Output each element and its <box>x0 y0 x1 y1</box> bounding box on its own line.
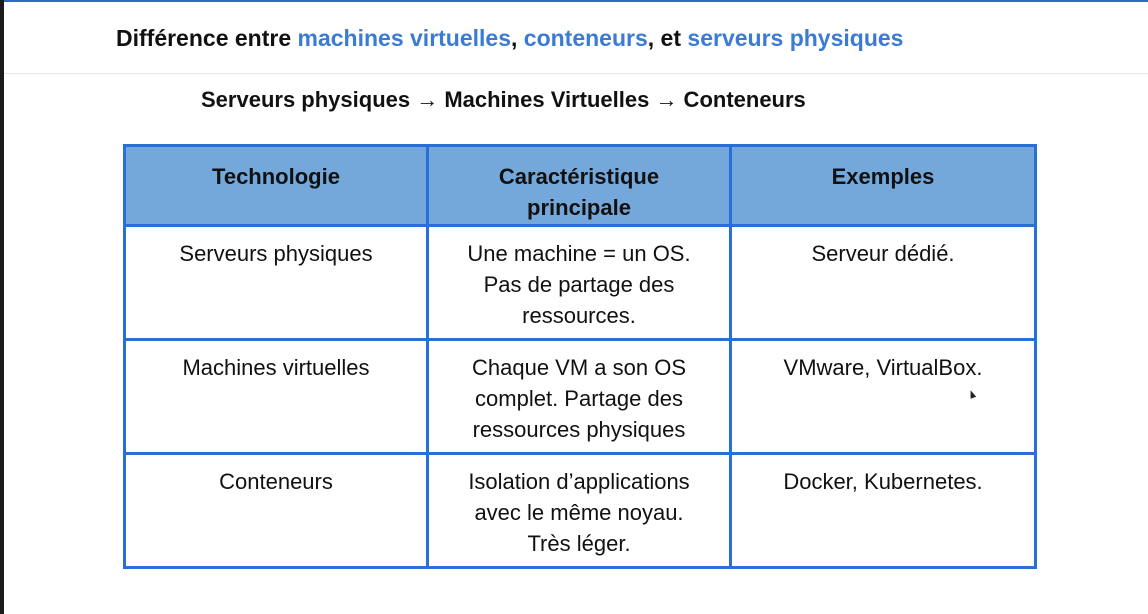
table-row: Conteneurs Isolation d’applications avec… <box>123 452 1037 569</box>
table-cell: Une machine = un OS. Pas de partage des … <box>426 224 732 341</box>
cell-text: Une machine = un OS. Pas de partage des … <box>467 241 691 328</box>
title-separator-2: , et <box>647 25 688 51</box>
title-term-containers: conteneurs <box>523 25 648 51</box>
table-row: Serveurs physiques Une machine = un OS. … <box>123 224 1037 341</box>
table-cell: Serveur dédié. <box>729 224 1037 341</box>
header-technology-label: Technologie <box>212 164 340 189</box>
title-term-physical-servers: serveurs physiques <box>687 25 904 51</box>
cell-text: VMware, VirtualBox. <box>783 355 983 380</box>
table-row: Machines virtuelles Chaque VM a son OS c… <box>123 338 1037 455</box>
cell-text: Chaque VM a son OS complet. Partage des … <box>471 355 686 442</box>
cell-text: Serveurs physiques <box>179 241 373 266</box>
header-main-characteristic-label: Caractéristique principale <box>498 164 660 220</box>
title-prefix: Différence entre <box>116 25 298 51</box>
header-examples: Exemples <box>729 144 1037 227</box>
slide-subtitle: Serveurs physiques → Machines Virtuelles… <box>201 87 806 112</box>
table-header-row: Technologie Caractéristique principale E… <box>123 144 1037 227</box>
table-cell: Isolation d’applications avec le même no… <box>426 452 732 569</box>
table-cell: VMware, VirtualBox. <box>729 338 1037 455</box>
cell-text: Docker, Kubernetes. <box>783 469 983 494</box>
table-cell: Machines virtuelles <box>123 338 429 455</box>
cell-text: Conteneurs <box>219 469 333 494</box>
slide: Différence entre machines virtuelles, co… <box>4 0 1148 614</box>
header-main-characteristic: Caractéristique principale <box>426 144 732 227</box>
cell-text: Serveur dédié. <box>811 241 955 266</box>
header-technology: Technologie <box>123 144 429 227</box>
cell-text: Isolation d’applications avec le même no… <box>468 469 690 556</box>
slide-title: Différence entre machines virtuelles, co… <box>116 25 903 52</box>
table-cell: Docker, Kubernetes. <box>729 452 1037 569</box>
slide-header: Différence entre machines virtuelles, co… <box>4 2 1148 74</box>
comparison-table: Technologie Caractéristique principale E… <box>123 144 1037 569</box>
table-cell: Serveurs physiques <box>123 224 429 341</box>
table-cell: Conteneurs <box>123 452 429 569</box>
title-separator-1: , <box>511 25 524 51</box>
title-term-virtual-machines: machines virtuelles <box>297 25 512 51</box>
header-examples-label: Exemples <box>831 164 935 189</box>
cell-text: Machines virtuelles <box>182 355 370 380</box>
table-cell: Chaque VM a son OS complet. Partage des … <box>426 338 732 455</box>
